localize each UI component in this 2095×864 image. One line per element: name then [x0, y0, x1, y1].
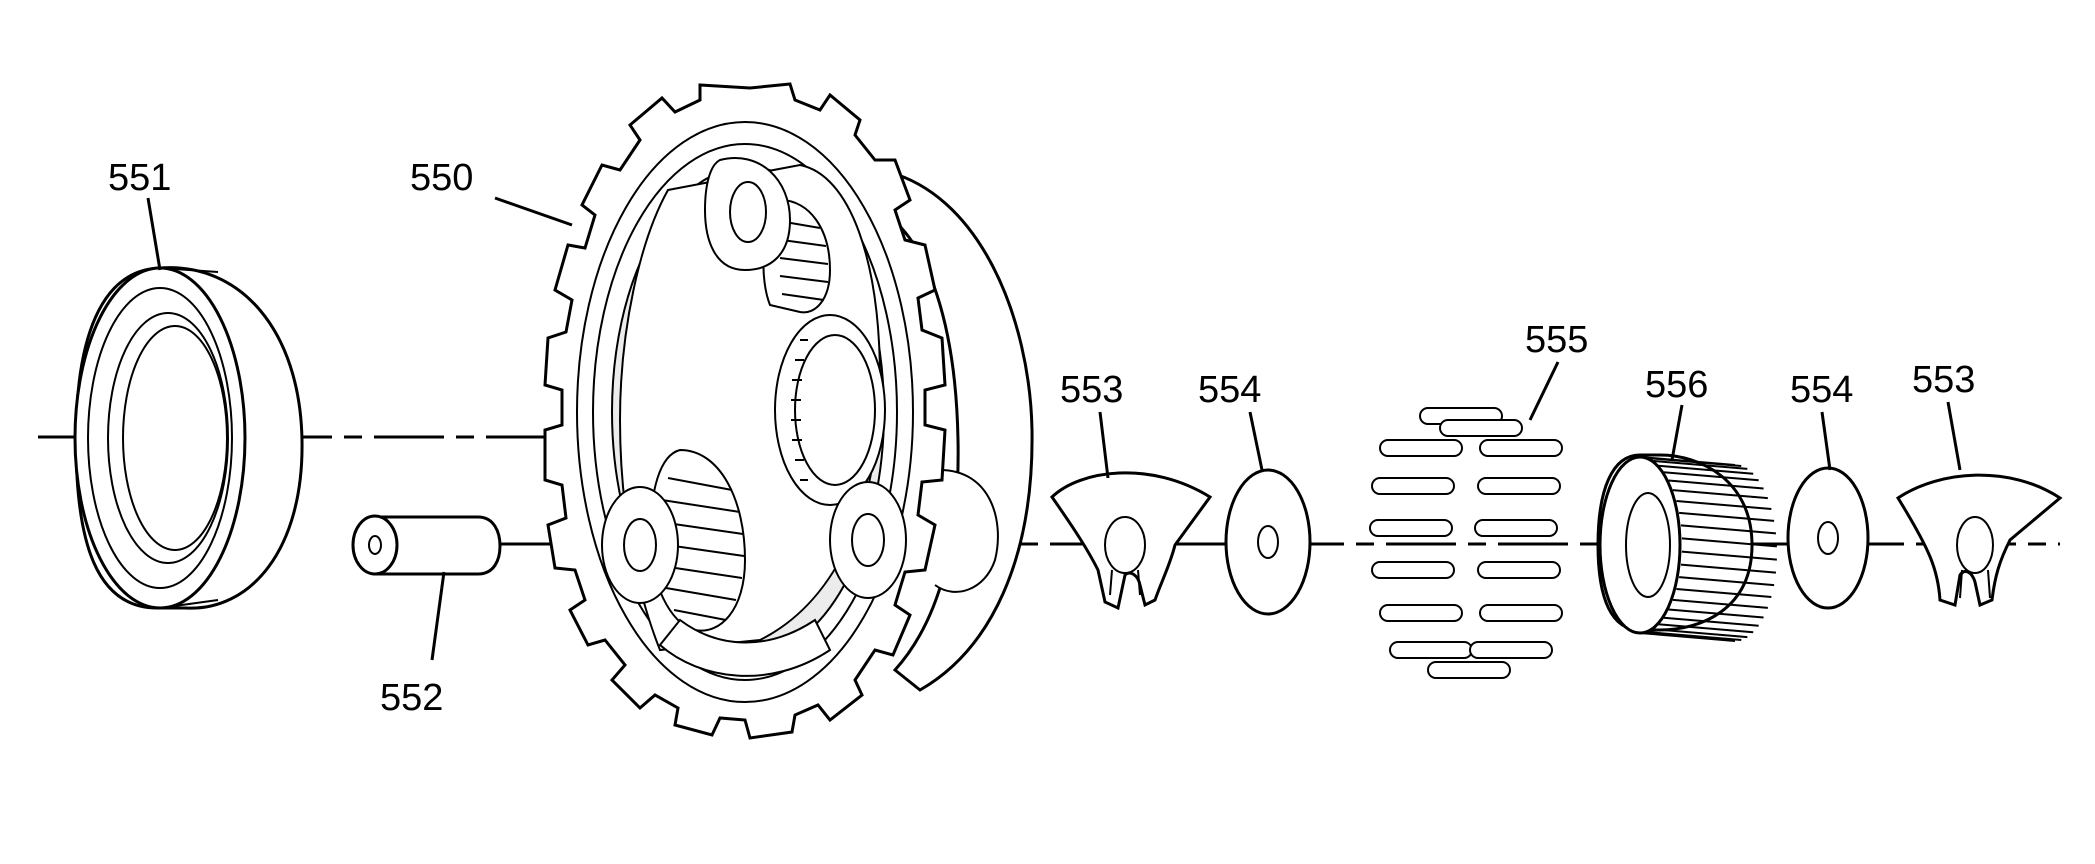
callout-553-right: 553: [1912, 359, 1975, 401]
needle-roller: [1479, 604, 1563, 622]
needle-roller: [1371, 477, 1455, 495]
helical-gear-teeth: [1639, 456, 1777, 642]
gear-tooth: [1668, 479, 1764, 490]
needle-roller: [1379, 439, 1463, 457]
gear-tooth: [1681, 537, 1777, 548]
callout-551: 551: [108, 157, 171, 199]
gear-tooth: [1646, 456, 1742, 467]
needle-roller: [1477, 477, 1561, 495]
gear-tooth: [1672, 489, 1768, 500]
callout-555: 555: [1525, 319, 1588, 361]
needle-roller: [1371, 561, 1455, 579]
needle-bearing-555: [1369, 407, 1563, 679]
needle-roller: [1469, 641, 1553, 659]
needle-roller: [1369, 519, 1453, 537]
gear-tooth: [1672, 598, 1768, 609]
gear-tooth: [1679, 511, 1775, 522]
needle-roller: [1477, 561, 1561, 579]
needle-roller: [1474, 519, 1558, 537]
gear-tooth: [1679, 576, 1775, 587]
callout-554-left: 554: [1198, 369, 1261, 411]
gear-tooth: [1652, 459, 1748, 470]
callout-553-left: 553: [1060, 369, 1123, 411]
needle-roller: [1379, 604, 1463, 622]
gear-tooth: [1658, 464, 1754, 475]
needle-roller: [1389, 641, 1473, 659]
callout-552: 552: [380, 677, 443, 719]
gear-tooth: [1680, 524, 1777, 535]
thrust-clip-553-left: [1050, 471, 1213, 611]
carrier-assembly-550: [543, 82, 1034, 740]
needle-roller: [1439, 419, 1523, 437]
callout-554-right: 554: [1790, 369, 1853, 411]
gear-tooth: [1663, 471, 1759, 482]
thrust-clip-553-right: [1895, 473, 2063, 608]
helical-gear-556: [1596, 453, 1777, 642]
sun-gear-teeth: [791, 339, 808, 481]
callout-556: 556: [1645, 364, 1708, 406]
seal-ring-551: [73, 266, 304, 610]
pin-552: [351, 514, 502, 576]
gear-tooth: [1676, 500, 1772, 510]
needle-roller: [1427, 661, 1511, 679]
leader-lines: [146, 196, 1962, 661]
gear-tooth: [1680, 563, 1777, 574]
gear-tooth: [1652, 628, 1748, 639]
planet-gear-top-teeth: [779, 221, 829, 301]
needle-roller: [1479, 439, 1563, 457]
gear-tooth: [1658, 623, 1754, 634]
gear-tooth: [1676, 588, 1772, 598]
gear-tooth: [1663, 616, 1759, 627]
gear-tooth: [1639, 632, 1736, 642]
gear-tooth: [1681, 550, 1777, 561]
gear-tooth: [1646, 631, 1742, 642]
callout-550: 550: [410, 157, 473, 199]
flat-washer-554-left: [1224, 468, 1312, 616]
flat-washer-554-right: [1786, 466, 1870, 610]
gear-tooth: [1668, 608, 1764, 619]
